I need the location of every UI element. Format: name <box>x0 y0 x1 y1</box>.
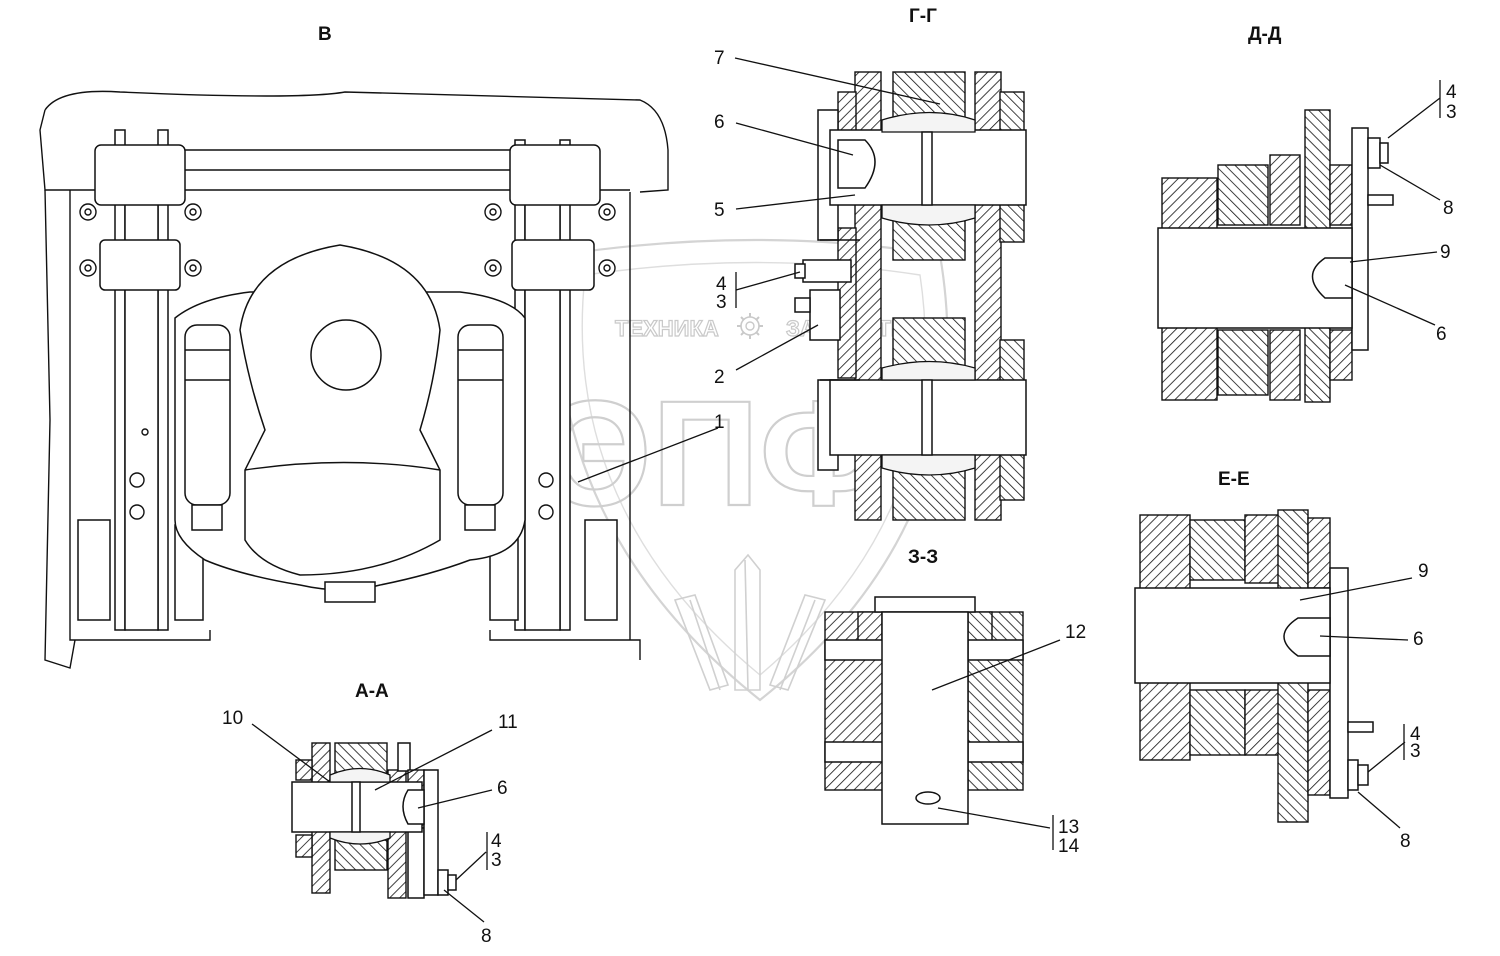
callout-zz-14: 14 <box>1058 836 1080 857</box>
callout-aa-4: 4 <box>491 831 502 852</box>
view-aa <box>291 742 457 899</box>
view-gg <box>794 71 1027 521</box>
view-title-zz: З-З <box>908 547 938 568</box>
callout-dd-9: 9 <box>1440 242 1451 263</box>
view-ee <box>1134 509 1374 823</box>
callout-gg-6: 6 <box>714 112 725 133</box>
callout-gg-1: 1 <box>714 412 725 433</box>
callout-aa-11: 11 <box>498 712 518 733</box>
view-zz <box>824 596 1024 825</box>
view-title-aa: А-А <box>355 681 389 702</box>
view-title-dd: Д-Д <box>1248 24 1282 45</box>
callout-dd-6: 6 <box>1436 324 1447 345</box>
callout-zz-13: 13 <box>1058 817 1079 838</box>
callout-gg-4: 4 <box>716 274 727 295</box>
callout-zz-12: 12 <box>1065 622 1086 643</box>
callout-ee-6: 6 <box>1413 629 1424 650</box>
view-v <box>39 90 669 669</box>
callout-gg-2: 2 <box>714 367 725 388</box>
callout-dd-4: 4 <box>1446 82 1457 103</box>
callout-gg-7: 7 <box>714 48 725 69</box>
callout-ee-9: 9 <box>1418 561 1429 582</box>
callout-gg-5: 5 <box>714 200 725 221</box>
callout-aa-3: 3 <box>491 850 502 871</box>
view-title-ee: Е-Е <box>1218 469 1250 490</box>
gear-icon <box>737 313 763 339</box>
watermark-brand-left: ТЕХНИКА <box>615 316 719 341</box>
view-title-gg: Г-Г <box>909 6 937 27</box>
callout-aa-10: 10 <box>222 708 243 729</box>
callout-dd-3: 3 <box>1446 102 1457 123</box>
callout-ee-8: 8 <box>1400 831 1411 852</box>
callout-ee-3: 3 <box>1410 741 1421 762</box>
view-title-v: В <box>318 24 332 45</box>
callout-gg-3: 3 <box>716 292 727 313</box>
callout-aa-6: 6 <box>497 778 508 799</box>
callout-dd-8: 8 <box>1443 198 1454 219</box>
view-dd <box>1157 109 1394 403</box>
callout-ee-4: 4 <box>1410 724 1421 745</box>
wheat-icon <box>673 553 827 691</box>
callout-aa-8: 8 <box>481 926 492 947</box>
shield-wheat-icon <box>556 238 949 702</box>
